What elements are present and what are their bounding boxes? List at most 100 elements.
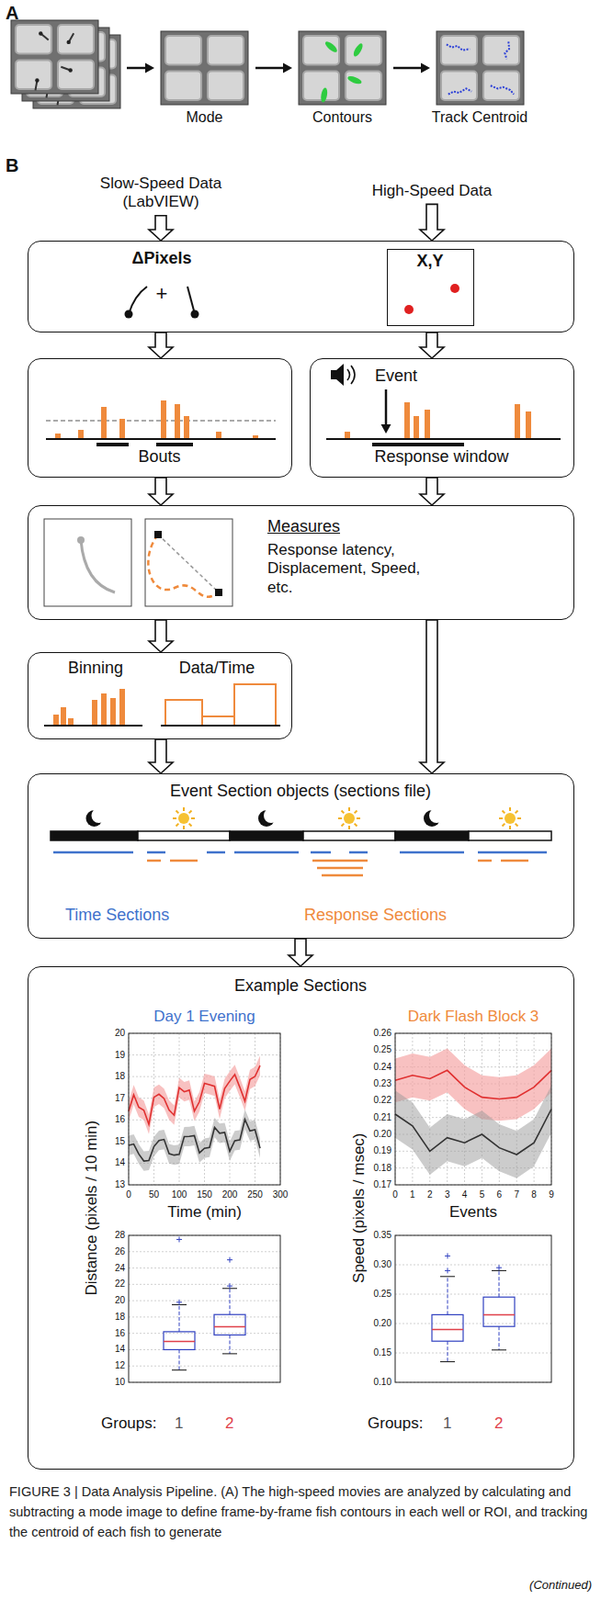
day-segment	[137, 831, 230, 841]
figure-label: Contours	[284, 108, 400, 126]
night-segment	[395, 831, 469, 841]
process-box: Event Section objects (sections file)Tim…	[27, 773, 575, 940]
activity-bar	[78, 430, 84, 440]
activity-bar	[525, 411, 532, 440]
grid-line	[128, 1333, 281, 1335]
centroid-track	[448, 88, 472, 94]
tick-label: 26	[86, 1247, 125, 1259]
figure-label: Slow-Speed Data (LabVIEW)	[87, 174, 235, 213]
position-dot	[450, 283, 460, 294]
response-section	[500, 860, 529, 863]
response-section	[477, 860, 492, 863]
node-text: Response latency, Displacement, Speed, e…	[267, 541, 447, 598]
tick-label: 0.10	[352, 1377, 392, 1389]
figure-label: Mode	[147, 108, 262, 126]
whisker	[447, 1277, 449, 1316]
tick-label: 0.15	[352, 1348, 392, 1360]
process-box: Bouts	[27, 358, 293, 478]
tick-label: 100	[165, 1190, 193, 1202]
figure-label: High-Speed Data	[358, 181, 506, 201]
time-section	[147, 851, 166, 855]
sun-icon	[343, 813, 355, 825]
outlier	[176, 1236, 182, 1243]
plate-frame	[298, 31, 386, 105]
box	[214, 1315, 246, 1336]
flow-arrow	[148, 477, 173, 506]
baseline	[326, 438, 561, 441]
whisker	[229, 1289, 231, 1316]
grid-line	[254, 1033, 256, 1186]
activity-bar	[514, 404, 521, 440]
time-section	[399, 851, 465, 855]
well	[441, 71, 477, 102]
well	[207, 35, 244, 66]
grid-line	[128, 1268, 281, 1270]
fish-contour	[319, 87, 329, 103]
whisker	[179, 1349, 181, 1371]
mean-line	[395, 1110, 552, 1157]
time-section	[53, 851, 134, 855]
input-arrow	[419, 204, 444, 241]
grid-line	[128, 1349, 281, 1351]
tick-label: 0	[381, 1190, 409, 1202]
tick-label: 14	[86, 1344, 125, 1356]
chart	[395, 1236, 552, 1384]
node-text: +	[143, 282, 181, 307]
icon-frame	[145, 519, 233, 607]
measure-icons	[44, 519, 233, 607]
tick-label: 20	[86, 1028, 125, 1040]
median	[163, 1341, 195, 1344]
activity-bar	[91, 700, 98, 726]
sun-ray	[354, 824, 358, 828]
activity-bar	[101, 693, 107, 726]
grid-line	[395, 1050, 552, 1052]
sun-ray	[341, 811, 345, 815]
well	[57, 60, 94, 91]
response-section	[147, 860, 161, 863]
response-section	[312, 860, 368, 863]
arrow-shaft	[393, 67, 421, 70]
night-segment	[50, 831, 138, 841]
tick-label: 3	[433, 1190, 462, 1202]
sun-ray	[348, 807, 351, 812]
day-night-timeline	[50, 807, 552, 876]
fish-icon-head	[191, 310, 200, 319]
flow-arrow	[419, 620, 444, 774]
plate-frame	[436, 31, 524, 105]
process-box: MeasuresResponse latency, Displacement, …	[27, 505, 575, 621]
flow-arrow	[419, 477, 444, 506]
grid-line	[128, 1098, 281, 1100]
endpoint	[215, 589, 223, 597]
activity-bar	[119, 419, 125, 440]
arrow-shaft	[126, 67, 146, 70]
tick-label: 19	[86, 1050, 125, 1062]
tick-label: 28	[86, 1230, 125, 1242]
well	[303, 35, 340, 66]
tick-label: 0.30	[352, 1259, 392, 1271]
box	[163, 1332, 195, 1351]
icon-frame	[44, 519, 132, 607]
well	[207, 71, 244, 102]
flow-arrow	[148, 620, 173, 653]
figure-label: 2	[494, 1415, 503, 1434]
tick-label: 4	[451, 1190, 479, 1202]
well	[483, 35, 520, 66]
box	[483, 1297, 515, 1327]
centroid-track	[446, 44, 470, 50]
sun-ray	[356, 817, 361, 820]
node-heading: Event	[374, 366, 449, 387]
night-segment	[229, 831, 304, 841]
tick-label: 8	[520, 1190, 548, 1202]
moon-cutout	[91, 808, 107, 824]
fish-head	[67, 40, 71, 45]
activity-bar	[53, 714, 59, 726]
well	[15, 60, 52, 91]
grid-line	[128, 1054, 281, 1056]
tick-label: 0.22	[352, 1095, 392, 1107]
tick-label: 0.25	[352, 1289, 392, 1301]
centroid-track	[504, 41, 510, 59]
baseline	[45, 438, 276, 441]
sun-ray	[509, 807, 511, 812]
